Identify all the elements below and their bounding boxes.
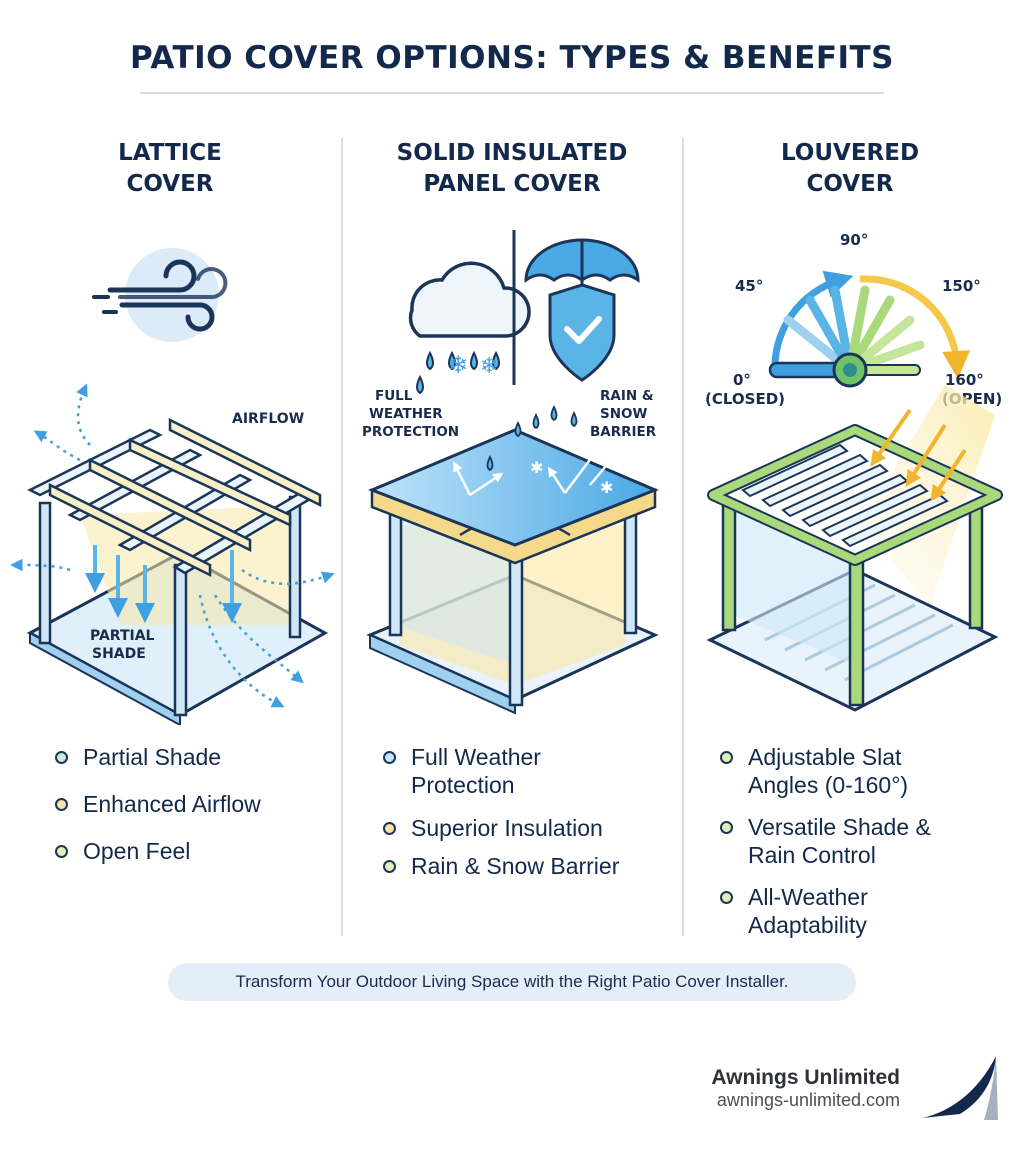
tagline-banner: Transform Your Outdoor Living Space with… xyxy=(168,963,856,1001)
rain-snow-label-line3: BARRIER xyxy=(590,424,657,440)
svg-text:❄: ❄ xyxy=(480,354,498,379)
louvered-illustration: 90° 45° 150° 0° (CLOSED) 160° (OPEN) xyxy=(695,225,1015,715)
louvered-cover-heading: LOUVERED COVER xyxy=(780,140,920,197)
bullet-dot xyxy=(55,751,68,764)
list-item: Versatile Shade & Rain Control xyxy=(720,813,1015,869)
umbrella-shield-icon xyxy=(524,238,640,382)
bullet-dot xyxy=(720,821,733,834)
rain-snow-label-line1: RAIN & xyxy=(600,388,654,404)
airflow-label: AIRFLOW xyxy=(232,411,304,427)
solid-insulated-heading: SOLID INSULATED PANEL COVER xyxy=(396,140,628,197)
list-item: Rain & Snow Barrier xyxy=(383,852,673,880)
brand-url[interactable]: awnings-unlimited.com xyxy=(716,1090,900,1110)
svg-text:✱: ✱ xyxy=(530,458,543,477)
angle-150-label: 150° xyxy=(942,277,981,295)
angle-0-label-line2: (CLOSED) xyxy=(705,390,785,408)
lattice-cover-heading: LATTICE COVER xyxy=(118,140,222,197)
partial-shade-label-line2: SHADE xyxy=(92,646,146,662)
brand-name: Awnings Unlimited xyxy=(711,1066,900,1089)
list-item: All-Weather Adaptability xyxy=(720,883,1015,939)
full-weather-label-line1: FULL xyxy=(375,388,413,404)
title-divider xyxy=(140,92,884,94)
column-divider-1 xyxy=(341,138,343,936)
bullet-dot xyxy=(383,751,396,764)
rain-cloud-icon: ❄ ❄ xyxy=(408,261,531,395)
full-weather-label-line2: WEATHER xyxy=(369,406,443,422)
solid-insulated-illustration: ❄ ❄ xyxy=(350,225,675,725)
bullet-dot xyxy=(55,798,68,811)
bullet-dot xyxy=(720,751,733,764)
list-item: Superior Insulation xyxy=(383,814,673,842)
bullet-dot xyxy=(720,891,733,904)
brand-logo-icon xyxy=(920,1054,1000,1120)
list-item: Open Feel xyxy=(55,837,335,865)
svg-text:❄: ❄ xyxy=(448,351,468,379)
lattice-illustration: AIRFLOW PARTIAL SHADE xyxy=(10,245,335,725)
bullet-dot xyxy=(383,822,396,835)
list-item: Partial Shade xyxy=(55,743,335,771)
louvered-benefits-list: Adjustable Slat Angles (0-160°) Versatil… xyxy=(720,743,1015,939)
angle-45-label: 45° xyxy=(735,277,763,295)
page-title: PATIO COVER OPTIONS: TYPES & BENEFITS xyxy=(130,40,894,76)
wind-icon xyxy=(92,248,228,342)
list-item: Enhanced Airflow xyxy=(55,790,335,818)
column-divider-2 xyxy=(682,138,684,936)
angle-160-label-line1: 160° xyxy=(945,371,984,389)
lattice-benefits-list: Partial Shade Enhanced Airflow Open Feel xyxy=(55,743,335,865)
angle-90-label: 90° xyxy=(840,231,868,249)
list-item: Full Weather Protection xyxy=(383,743,673,799)
solid-insulated-benefits-list: Full Weather Protection Superior Insulat… xyxy=(383,743,673,880)
svg-text:✱: ✱ xyxy=(600,478,613,497)
full-weather-label-line3: PROTECTION xyxy=(362,424,459,440)
bullet-dot xyxy=(383,860,396,873)
list-item: Adjustable Slat Angles (0-160°) xyxy=(720,743,1015,799)
bullet-dot xyxy=(55,845,68,858)
angle-0-label-line1: 0° xyxy=(733,371,751,389)
partial-shade-label-line1: PARTIAL xyxy=(90,628,155,644)
rain-snow-label-line2: SNOW xyxy=(600,406,647,422)
